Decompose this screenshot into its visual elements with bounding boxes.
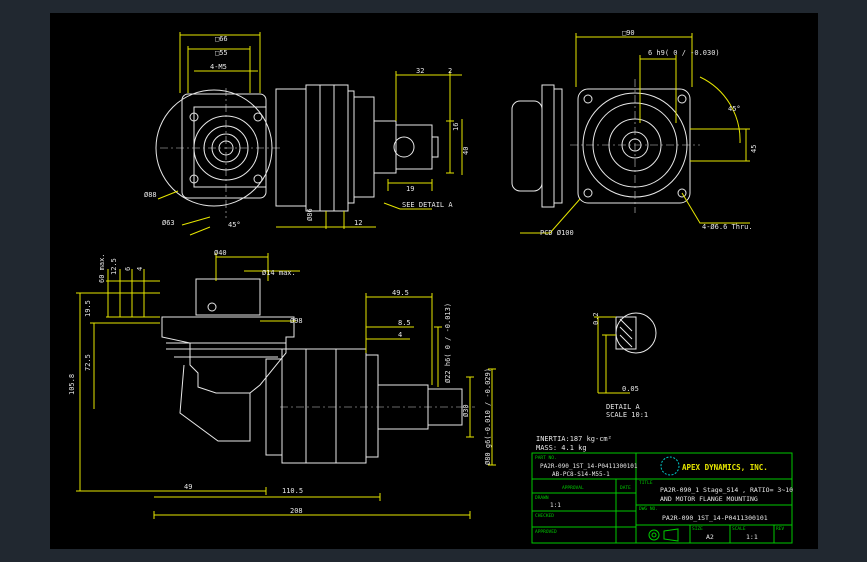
apex-logo xyxy=(660,456,680,476)
detail-a-label: DETAIL A xyxy=(606,403,641,411)
dim-4: 4 xyxy=(136,267,144,271)
cad-drawing: □66 □55 4-M5 Ø88 Ø63 45° Ø86 12 SEE DETA… xyxy=(68,29,793,544)
dim-dia-80-g6: Ø80 g6(-0.010 / -0.029) xyxy=(484,368,492,465)
dim-angle-45: 45° xyxy=(228,221,241,229)
dim-dia-14-max: Ø14 max. xyxy=(262,269,296,277)
detail-dim-0-2: 0.2 xyxy=(592,312,600,325)
dim-pcd-100: PCD Ø100 xyxy=(540,229,574,237)
dim-4-holes-thru: 4-Ø6.6 Thru. xyxy=(702,223,753,231)
dim-49: 49 xyxy=(184,483,192,491)
dim-49-5: 49.5 xyxy=(392,289,409,297)
title-block: PART NO. PA2R-090_1ST_14-P0411300101 AB-… xyxy=(531,452,793,544)
detail-a-scale: SCALE 10:1 xyxy=(606,411,648,419)
scale-label: SCALE xyxy=(732,526,746,532)
dim-dia-63: Ø63 xyxy=(162,219,175,227)
dim-square-55: □55 xyxy=(215,49,228,57)
dwg-no-label: DWG NO. xyxy=(639,506,658,512)
size-label: SIZE xyxy=(692,526,703,532)
scale-value: 1:1 xyxy=(746,533,758,541)
dim-2: 2 xyxy=(448,67,452,75)
dim-square-66: □66 xyxy=(215,35,228,43)
dim-square-90: □90 xyxy=(622,29,635,37)
dim-110-5: 110.5 xyxy=(282,487,303,495)
mass-note: MASS: 4.1 kg xyxy=(536,444,587,452)
dim-208: 208 xyxy=(290,507,303,515)
dim-dia-98: Ø98 xyxy=(290,317,303,325)
projection-symbol-icon xyxy=(648,528,679,542)
dim-32: 32 xyxy=(416,67,424,75)
dim-6: 6 xyxy=(124,267,132,271)
detail-a: 0.2 0.05 DETAIL A SCALE 10:1 xyxy=(592,312,657,419)
inertia-note: INERTIA:187 kg-cm² xyxy=(536,435,612,443)
drawn-label: DRAWN xyxy=(535,495,549,501)
approved-label: APPROVED xyxy=(535,529,557,535)
dim-12-5: 12.5 xyxy=(110,258,118,275)
checked-label: CHECKED xyxy=(535,513,554,519)
top-right-view: □90 6 h9( 0 / -0.030) 45° 45 4-Ø6.6 Thru… xyxy=(511,29,758,237)
dim-dia-22-h6: Ø22 h6( 0 / -0.013) xyxy=(444,303,452,383)
side-view: Ø40 Ø14 max. 60 max. 12.5 6 4 19.5 Ø98 7… xyxy=(68,249,496,519)
dim-72-5: 72.5 xyxy=(84,354,92,371)
drawing-sheet: □66 □55 4-M5 Ø88 Ø63 45° Ø86 12 SEE DETA… xyxy=(50,13,818,549)
drawn-value: 1:1 xyxy=(550,502,561,509)
dim-12: 12 xyxy=(354,219,362,227)
approval-label: APPROVAL xyxy=(562,485,584,491)
top-left-view: □66 □55 4-M5 Ø88 Ø63 45° Ø86 12 SEE DETA… xyxy=(144,32,470,236)
dwg-no: PA2R-090_1ST_14-P0411300101 xyxy=(662,514,768,522)
dim-dia-40: Ø40 xyxy=(214,249,227,257)
dim-angle-45-right: 45° xyxy=(728,105,741,113)
dim-4-shaft: 4 xyxy=(398,331,402,339)
dim-19: 19 xyxy=(406,185,414,193)
part-no-2: AB-PC8-S14-M55-1 xyxy=(552,471,610,478)
dim-16: 16 xyxy=(452,123,460,131)
dim-dia-86: Ø86 xyxy=(306,208,314,221)
title-line-1: PA2R-090_1 Stage_S14 , RATIO= 3~10 xyxy=(660,486,793,494)
dim-tol-6-h9: 6 h9( 0 / -0.030) xyxy=(648,49,720,57)
dim-8-5: 8.5 xyxy=(398,319,411,327)
size-value: A2 xyxy=(706,533,714,541)
rev-label: REV xyxy=(776,526,784,532)
company-name: APEX DYNAMICS, INC. xyxy=(682,463,768,472)
dim-dia-88: Ø88 xyxy=(144,191,157,199)
detail-dim-0-05: 0.05 xyxy=(622,385,639,393)
dim-40: 40 xyxy=(462,147,470,155)
dim-105-8: 105.8 xyxy=(68,374,76,395)
part-no-1: PA2R-090_1ST_14-P0411300101 xyxy=(540,463,638,470)
date-label: DATE xyxy=(620,485,631,491)
dim-4-m5: 4-M5 xyxy=(210,63,227,71)
title-label: TITLE xyxy=(639,480,653,486)
title-line-2: AND MOTOR FLANGE MOUNTING xyxy=(660,495,758,503)
dim-60-max: 60 max. xyxy=(98,253,106,283)
see-detail-a: SEE DETAIL A xyxy=(402,201,453,209)
part-no-label: PART NO. xyxy=(535,455,557,461)
dim-19-5: 19.5 xyxy=(84,300,92,317)
dim-dia-30: Ø30 xyxy=(462,404,470,417)
dim-45: 45 xyxy=(750,145,758,153)
